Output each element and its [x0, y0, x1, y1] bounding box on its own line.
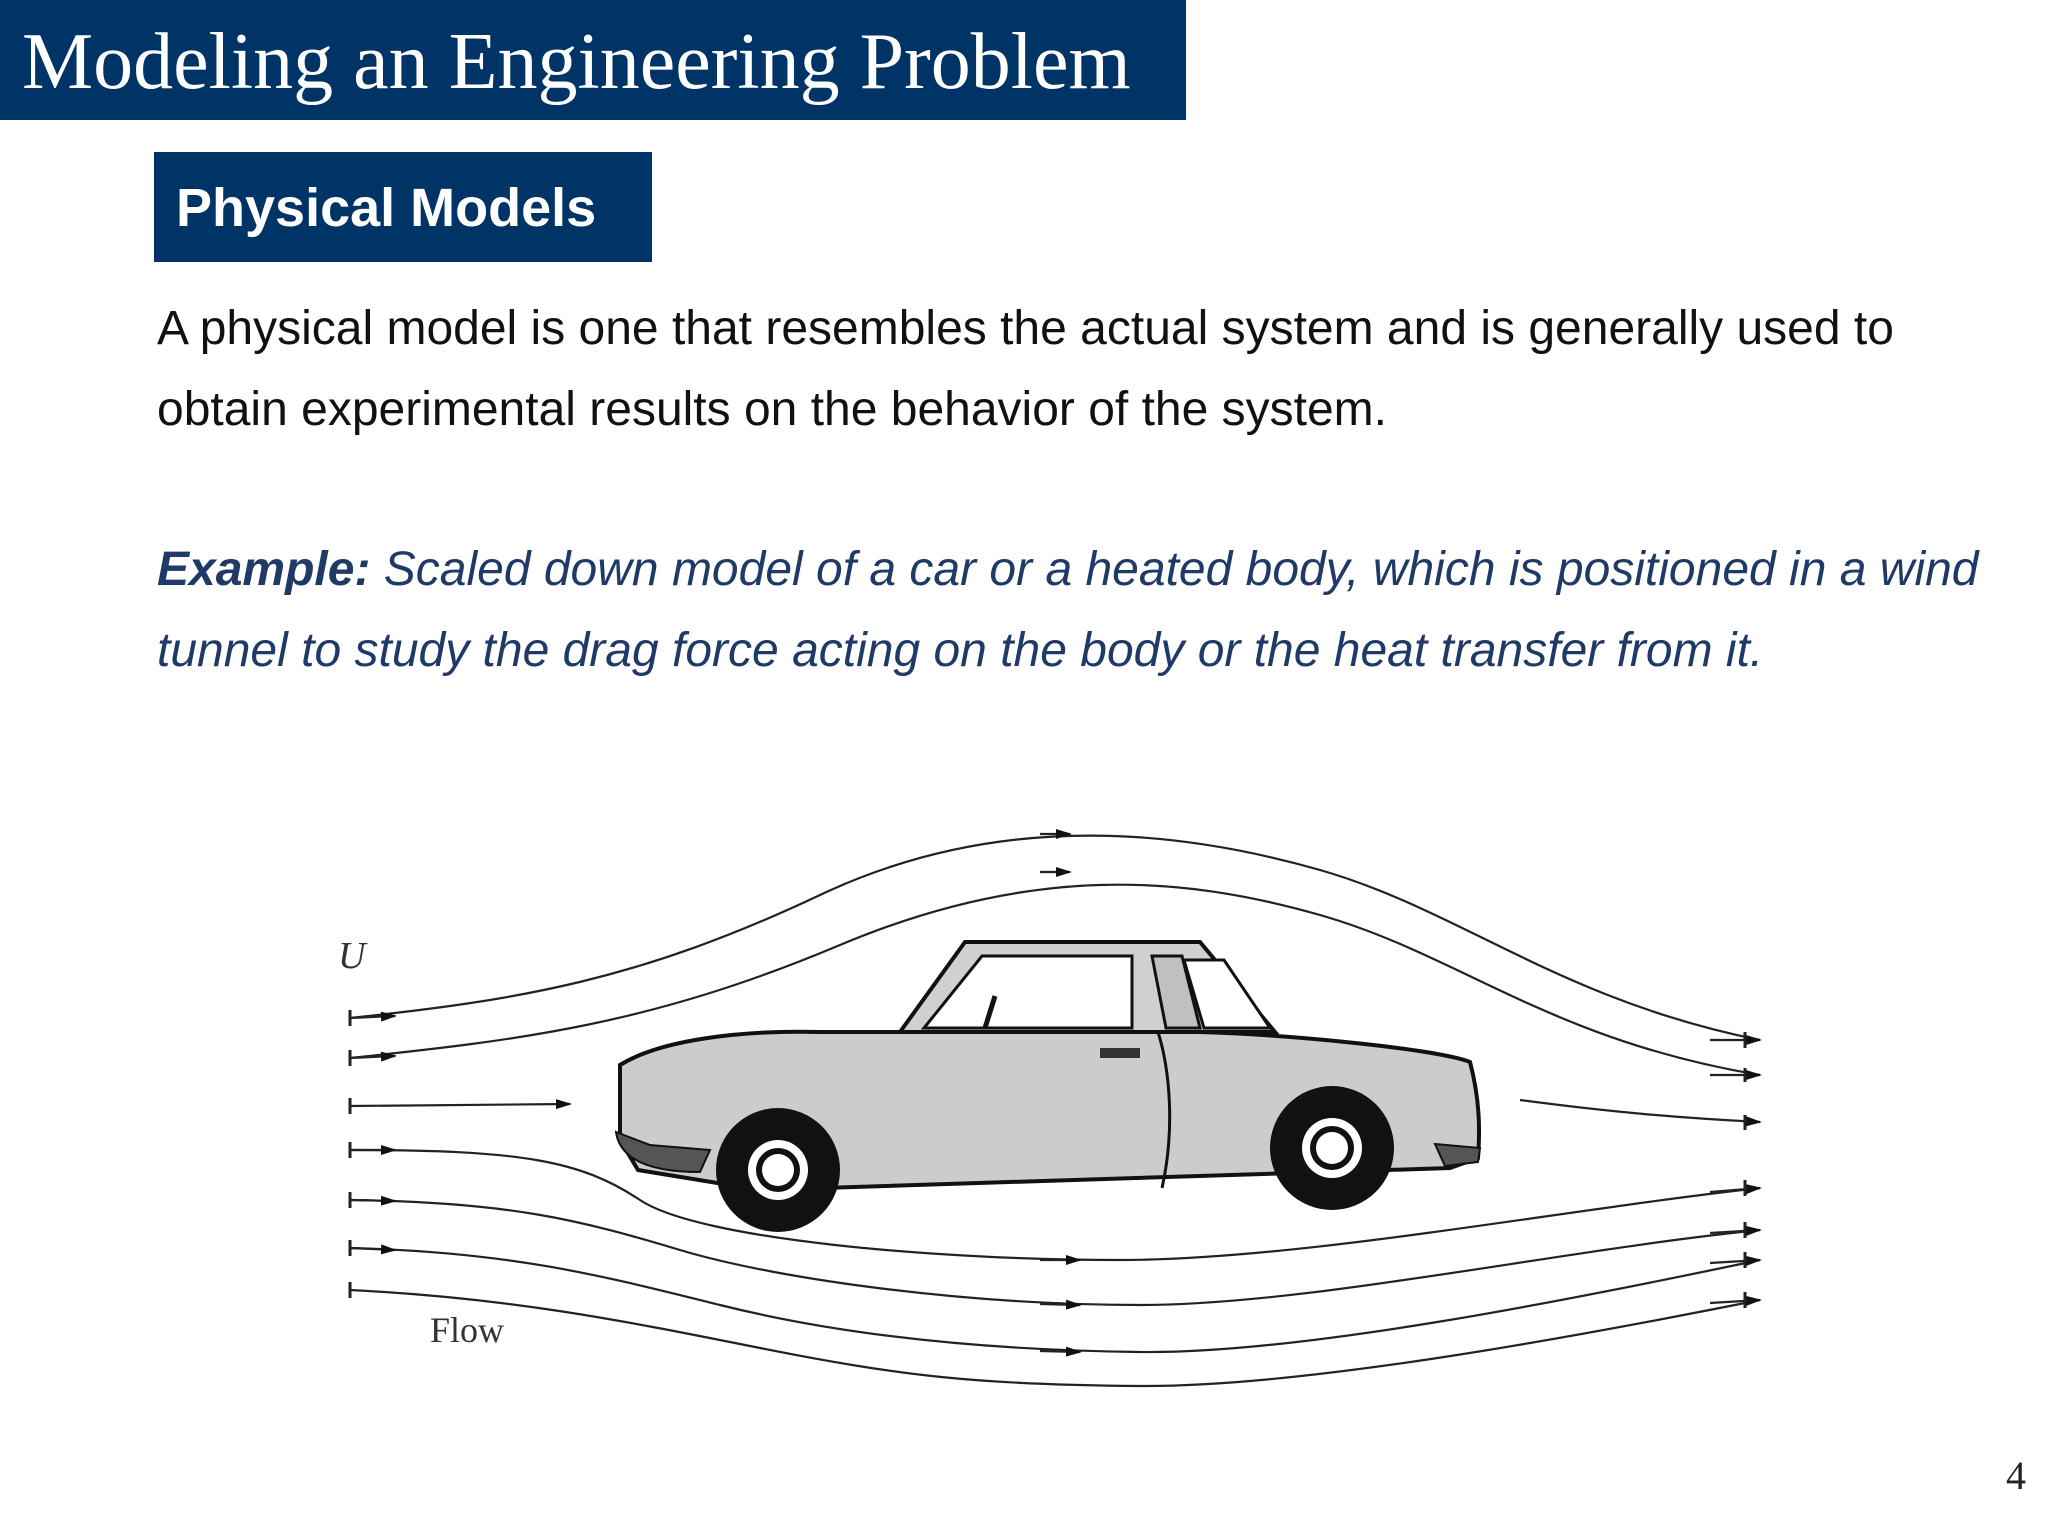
streamline	[349, 883, 1761, 1077]
streamline	[349, 1148, 1761, 1262]
car-flow-figure: U Flow	[338, 829, 1762, 1388]
title-bar: Modeling an Engineering Problem	[0, 0, 1186, 120]
streamline	[349, 1246, 1761, 1354]
example-paragraph: Example: Scaled down model of a car or a…	[157, 529, 2037, 691]
streamline	[349, 1099, 572, 1110]
slide-title: Modeling an Engineering Problem	[22, 18, 1131, 106]
velocity-label: U	[338, 935, 368, 977]
car-icon	[614, 940, 1482, 1232]
streamline	[349, 1198, 1761, 1307]
example-label: Example:	[157, 543, 371, 596]
section-heading: Physical Models	[176, 178, 597, 238]
section-heading-box: Physical Models	[154, 152, 652, 262]
page-number: 4	[2006, 1453, 2026, 1498]
streamline	[349, 834, 1761, 1042]
streamline	[1519, 1098, 1762, 1127]
flow-label: Flow	[430, 1310, 504, 1350]
streamlines	[348, 829, 1762, 1388]
example-text: Scaled down model of a car or a heated b…	[157, 543, 1979, 677]
definition-paragraph: A physical model is one that resembles t…	[157, 302, 1894, 436]
streamline	[349, 1288, 1761, 1388]
